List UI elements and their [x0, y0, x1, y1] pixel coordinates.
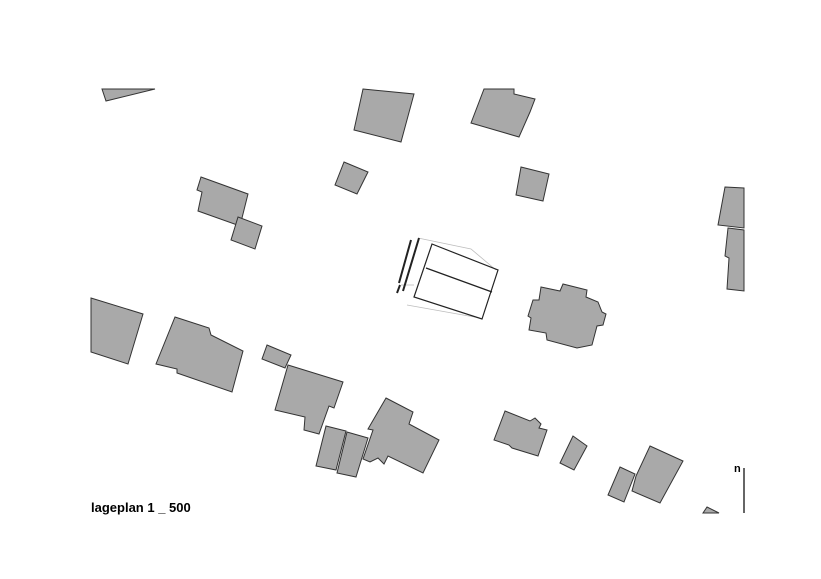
- building-bottom-right-sliver: [702, 506, 720, 514]
- new-building-outline: [396, 237, 499, 320]
- north-arrow-label: n: [734, 463, 741, 475]
- building-center-left-t-shape: [274, 364, 344, 435]
- building-small-square-right: [515, 166, 550, 202]
- building-top-right: [470, 88, 536, 138]
- building-narrow-right: [336, 431, 369, 478]
- building-lower-right-large: [631, 445, 684, 504]
- building-far-right-lower: [724, 227, 745, 292]
- building-top-left-sliver: [101, 88, 156, 102]
- building-small-square-center: [334, 161, 369, 195]
- building-center-right-large: [527, 283, 607, 349]
- building-far-right-upper: [717, 186, 745, 229]
- building-far-left-lower: [90, 297, 144, 365]
- scale-caption: lageplan 1 _ 500: [91, 500, 191, 515]
- building-left-block-upper: [196, 176, 249, 227]
- building-narrow-left: [315, 425, 347, 471]
- building-lower-center-right: [493, 410, 548, 457]
- building-cross-shape: [362, 397, 440, 474]
- building-lower-right-small: [607, 466, 636, 503]
- building-left-l-shape: [155, 316, 244, 393]
- building-top-center: [353, 88, 415, 143]
- building-small-bar: [261, 344, 292, 369]
- building-small-diagonal: [559, 435, 588, 471]
- building-left-block-lower: [230, 216, 263, 250]
